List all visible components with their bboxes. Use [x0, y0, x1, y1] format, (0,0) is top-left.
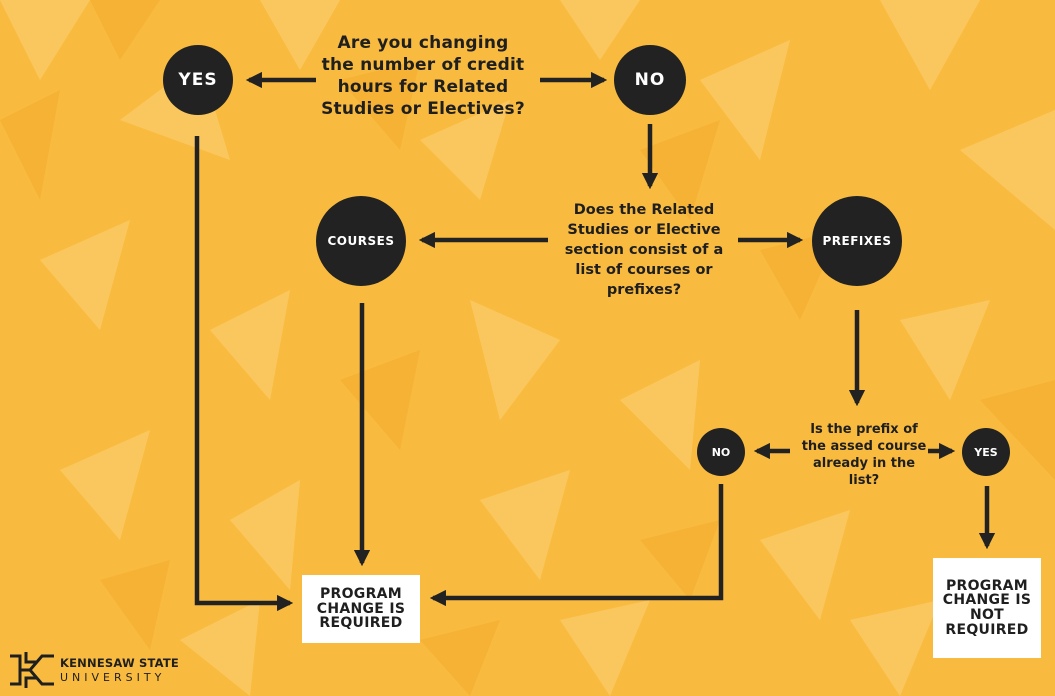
- outcome-line: REQUIRED: [319, 615, 403, 632]
- outcome-program-change-not-required: PROGRAM CHANGE IS NOT REQUIRED: [933, 558, 1041, 658]
- question-courses-or-prefixes: Does the Related Studies or Elective sec…: [544, 200, 744, 300]
- question3-line: the assed course: [801, 438, 927, 454]
- question2-line: list of courses or: [575, 262, 713, 278]
- question1-line: hours for Related: [337, 77, 509, 98]
- node-courses: COURSES: [316, 196, 406, 286]
- outcome-line: CHANGE IS: [316, 600, 406, 617]
- logo-name: KENNESAW STATE: [60, 656, 179, 670]
- outcome-line: CHANGE IS: [942, 592, 1032, 609]
- node-label: NO: [711, 445, 731, 459]
- question1-line: the number of credit: [321, 55, 525, 76]
- question-prefix-in-list: Is the prefix of the assed course alread…: [780, 422, 948, 490]
- outcome-line: PROGRAM: [945, 577, 1029, 594]
- node-prefixes: PREFIXES: [812, 196, 902, 286]
- outcome-line: PROGRAM: [319, 585, 403, 602]
- node-no-top: NO: [614, 45, 686, 115]
- node-yes-top: YES: [163, 45, 233, 115]
- arrow-no-to-required: [429, 484, 724, 607]
- question2-line: Studies or Elective: [567, 222, 721, 238]
- arrow-yes-to-required: [194, 136, 294, 612]
- logo-university: UNIVERSITY: [60, 671, 166, 684]
- question2-line: Does the Related: [573, 202, 715, 218]
- question3-line: Is the prefix of: [810, 422, 918, 437]
- question1-line: Studies or Electives?: [321, 99, 525, 120]
- kennesaw-state-logo: KENNESAW STATE UNIVERSITY: [6, 650, 179, 690]
- outcome-line: NOT: [969, 607, 1005, 623]
- question1-line: Are you changing: [337, 33, 509, 53]
- question3-line: already in the: [812, 455, 916, 471]
- question3-line: list?: [848, 472, 880, 488]
- node-label: COURSES: [327, 234, 395, 248]
- node-label: YES: [178, 70, 218, 90]
- outcome-program-change-required: PROGRAM CHANGE IS REQUIRED: [302, 575, 420, 643]
- node-label: PREFIXES: [822, 234, 892, 248]
- node-label: YES: [974, 445, 998, 459]
- question2-line: prefixes?: [606, 282, 682, 298]
- node-label: NO: [634, 70, 666, 90]
- question-credit-hours: Are you changing the number of credit ho…: [312, 32, 534, 120]
- outcome-line: REQUIRED: [945, 621, 1029, 638]
- question2-line: section consist of a: [564, 242, 724, 258]
- ksu-logo-icon: [10, 652, 54, 688]
- node-yes-bottom: YES: [962, 428, 1010, 476]
- node-no-bottom: NO: [697, 428, 745, 476]
